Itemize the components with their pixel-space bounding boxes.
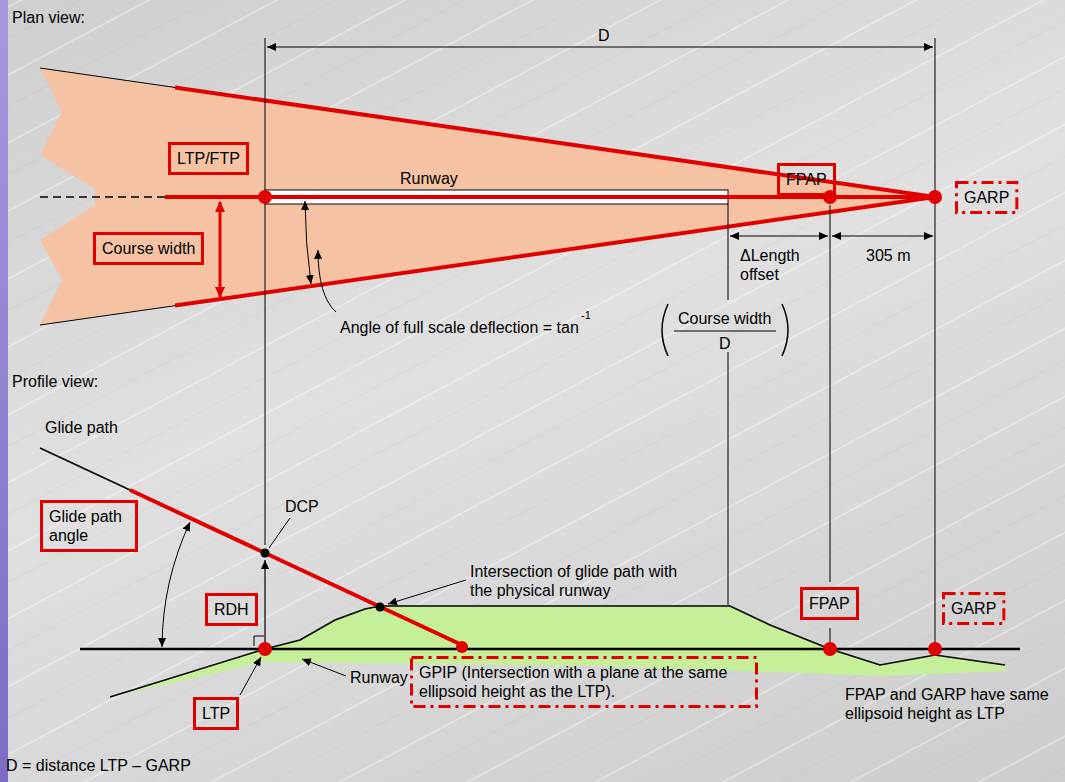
- dimension-label: ΔLength offset: [740, 246, 818, 284]
- parenthesis: [662, 304, 668, 356]
- ltp-dot: [258, 190, 272, 204]
- ltp-ftp-box: LTP/FTP: [168, 142, 249, 175]
- dcp-dot: [261, 549, 270, 558]
- runway-label: Runway: [400, 169, 458, 188]
- formula-denominator: D: [719, 334, 731, 353]
- box-text: RDH: [214, 600, 249, 619]
- gpip-box: GPIP (Intersection with a plane at the s…: [410, 656, 758, 708]
- red-edge: [175, 197, 935, 306]
- definition-note: D = distance LTP – GARP: [6, 756, 191, 775]
- dimension-label: 305 m: [866, 246, 910, 265]
- wedge-edge: [40, 197, 935, 325]
- box-text: LTP/FTP: [177, 149, 240, 168]
- box-text: Course width: [102, 239, 195, 258]
- formula-exponent: -1: [581, 309, 591, 322]
- garp-dot: [928, 642, 942, 656]
- fpap-box: FPAP: [777, 163, 836, 196]
- view-title: Plan view:: [12, 8, 85, 27]
- centerline-dashed: [40, 196, 165, 198]
- glide-path: [40, 448, 130, 490]
- ref-line: [728, 204, 729, 300]
- dimension-line: [832, 236, 933, 237]
- dcp-label: DCP: [285, 497, 319, 516]
- leader-line: [240, 657, 261, 695]
- leader-line: [318, 250, 336, 312]
- leader-line: [388, 580, 466, 604]
- callout-text: Intersection of glide path with the phys…: [470, 562, 698, 600]
- course-width-arrow: [219, 202, 222, 297]
- garp-box: GARP: [955, 181, 1018, 214]
- parenthesis: [782, 304, 788, 356]
- box-text: FPAP: [809, 594, 850, 613]
- ltp-box: LTP: [193, 697, 239, 730]
- rdh-box: RDH: [205, 593, 258, 626]
- garp-dot: [928, 190, 942, 204]
- dimension-line: [267, 47, 933, 48]
- course-wedge: [40, 68, 935, 325]
- box-text: GARP: [951, 599, 996, 618]
- gpip-dot: [456, 641, 468, 653]
- garp-box: GARP: [942, 592, 1005, 625]
- ltp-dot: [258, 642, 272, 656]
- box-text: GARP: [964, 188, 1009, 207]
- angle-arc: [305, 201, 311, 284]
- red-edge: [175, 88, 935, 198]
- rdh-arrow: [264, 560, 265, 645]
- side-bar: [0, 0, 8, 782]
- dimension-line: [730, 236, 828, 237]
- fpap-dot: [823, 642, 837, 656]
- glide-path-red: [130, 490, 462, 645]
- box-text: LTP: [202, 704, 230, 723]
- course-width-box: Course width: [93, 232, 204, 265]
- ref-line: [830, 205, 831, 582]
- box-text: Glide path angle: [49, 507, 129, 545]
- glide-path-label: Glide path: [45, 418, 118, 437]
- leader-line: [302, 659, 346, 676]
- ref-line: [728, 352, 729, 605]
- note-text: FPAP and GARP have same ellipsoid height…: [845, 685, 1050, 723]
- wedge-edge: [40, 68, 935, 197]
- dimension-label: D: [598, 26, 610, 45]
- dash-dot-outline: [410, 656, 758, 708]
- runway-label: Runway: [350, 668, 408, 687]
- formula-numerator: Course width: [678, 309, 771, 328]
- view-title: Profile view:: [12, 372, 98, 391]
- fraction-bar: [674, 330, 776, 331]
- intersection-dot: [376, 603, 385, 612]
- glide-path-angle-box: Glide path angle: [40, 500, 138, 552]
- ref-line: [265, 38, 266, 545]
- box-text: FPAP: [786, 170, 827, 189]
- box-text: GPIP (Intersection with a plane at the s…: [419, 663, 749, 701]
- leader-line: [269, 518, 290, 548]
- fpap-box: FPAP: [800, 587, 859, 620]
- angle-arc: [162, 522, 190, 647]
- ellipsoid-plane: [80, 648, 1020, 651]
- formula-text: Angle of full scale deflection = tan: [340, 318, 579, 337]
- ref-line: [935, 38, 936, 649]
